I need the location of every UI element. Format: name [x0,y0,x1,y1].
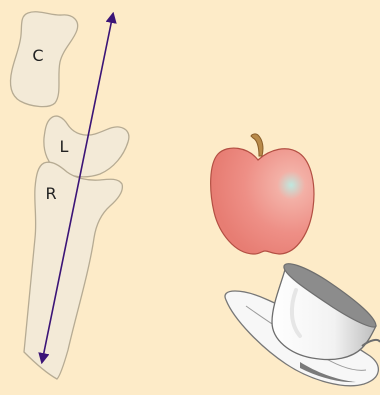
bone-r-label: R [45,184,56,203]
apple-stem [251,134,263,156]
bone-l-label: L [60,137,69,156]
apple-icon [211,134,314,254]
teacup-icon [225,264,380,386]
apple-body [211,148,314,254]
bone-c: C [11,12,78,107]
bone-c-shape [11,12,78,107]
bone-r: R [24,162,122,379]
bone-c-label: C [32,46,43,65]
bone-r-shape [24,162,122,379]
